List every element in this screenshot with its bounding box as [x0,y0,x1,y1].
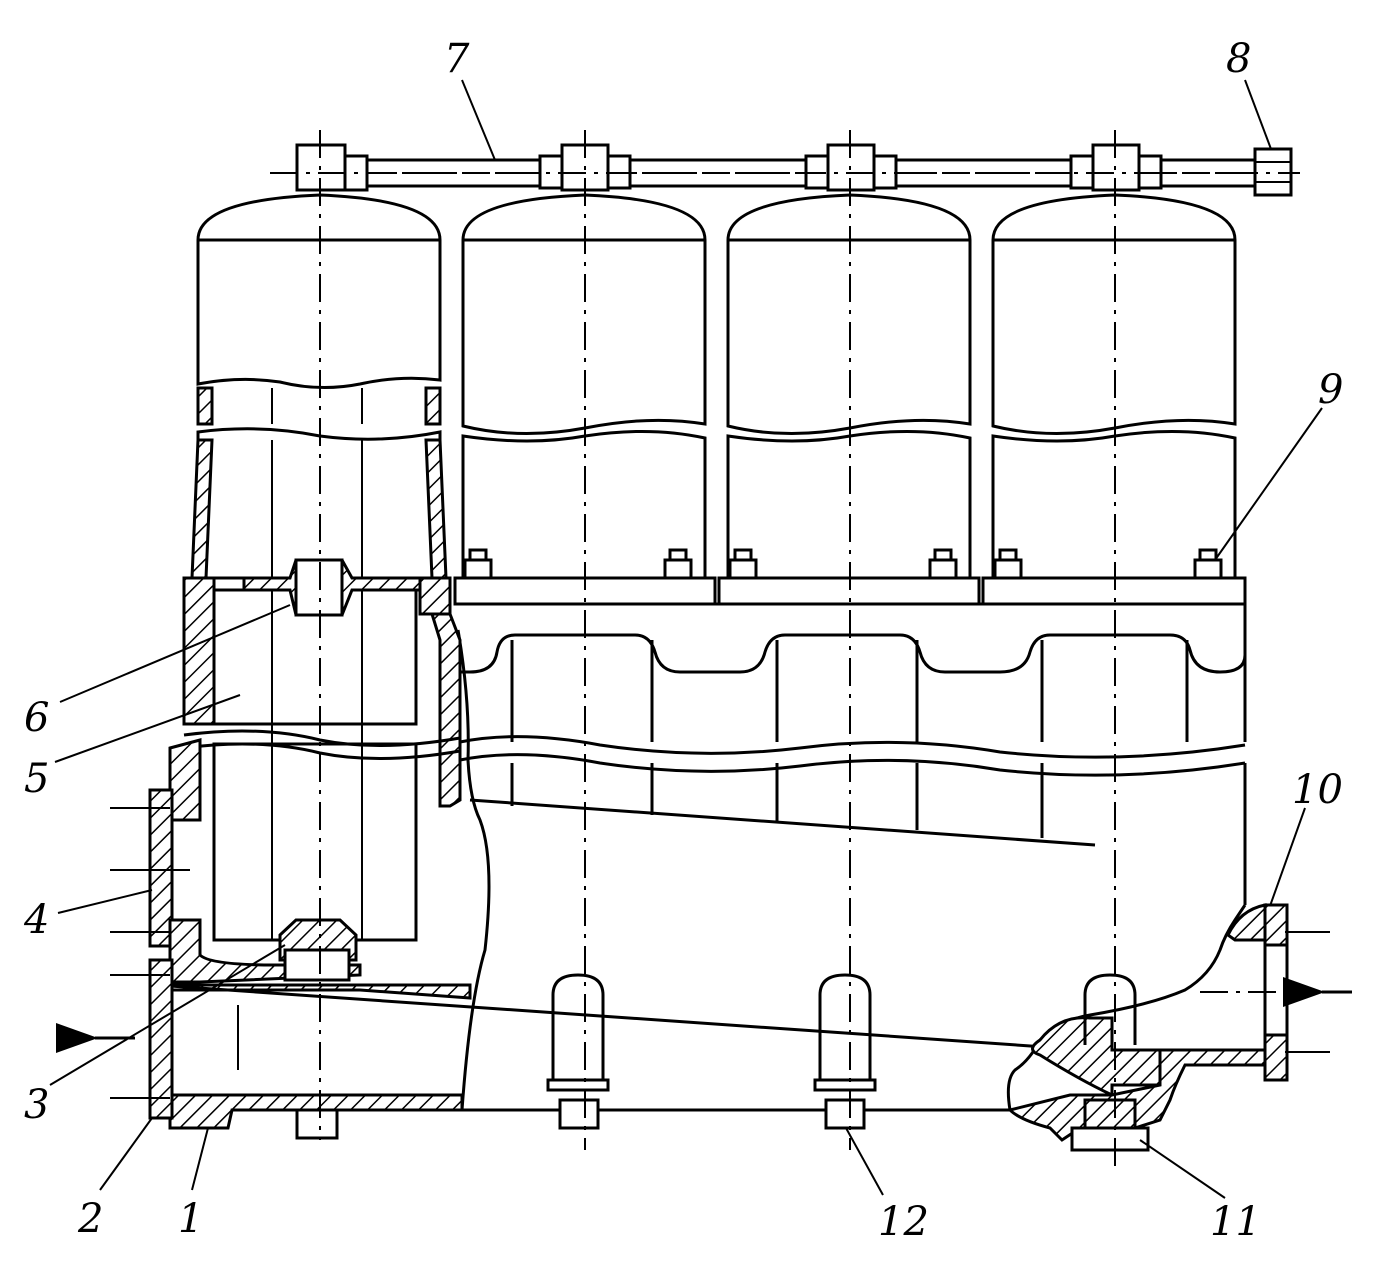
cover-plates [453,548,1247,606]
callout-labels: 1 2 3 4 5 6 7 8 9 10 11 12 [23,36,1343,1245]
callout-11: 11 [1210,1199,1261,1245]
center-lines [270,130,1300,1170]
drain-fittings [295,973,1150,1152]
callout-7: 7 [444,36,470,82]
callout-5: 5 [24,756,49,802]
flange-extension-lines [110,807,1330,1099]
callout-12: 12 [878,1199,929,1245]
body-casting [168,602,1267,1142]
top-manifold-pipe [295,143,1300,192]
callout-6: 6 [24,695,49,741]
callout-2: 2 [77,1196,103,1242]
callout-4: 4 [23,897,49,943]
callout-3: 3 [24,1082,49,1128]
callout-10: 10 [1292,767,1343,813]
leader-lines [49,79,1323,1199]
callout-8: 8 [1226,36,1251,82]
callout-9: 9 [1318,367,1343,413]
callout-1: 1 [178,1196,203,1242]
left-filter-unit [148,558,462,1120]
